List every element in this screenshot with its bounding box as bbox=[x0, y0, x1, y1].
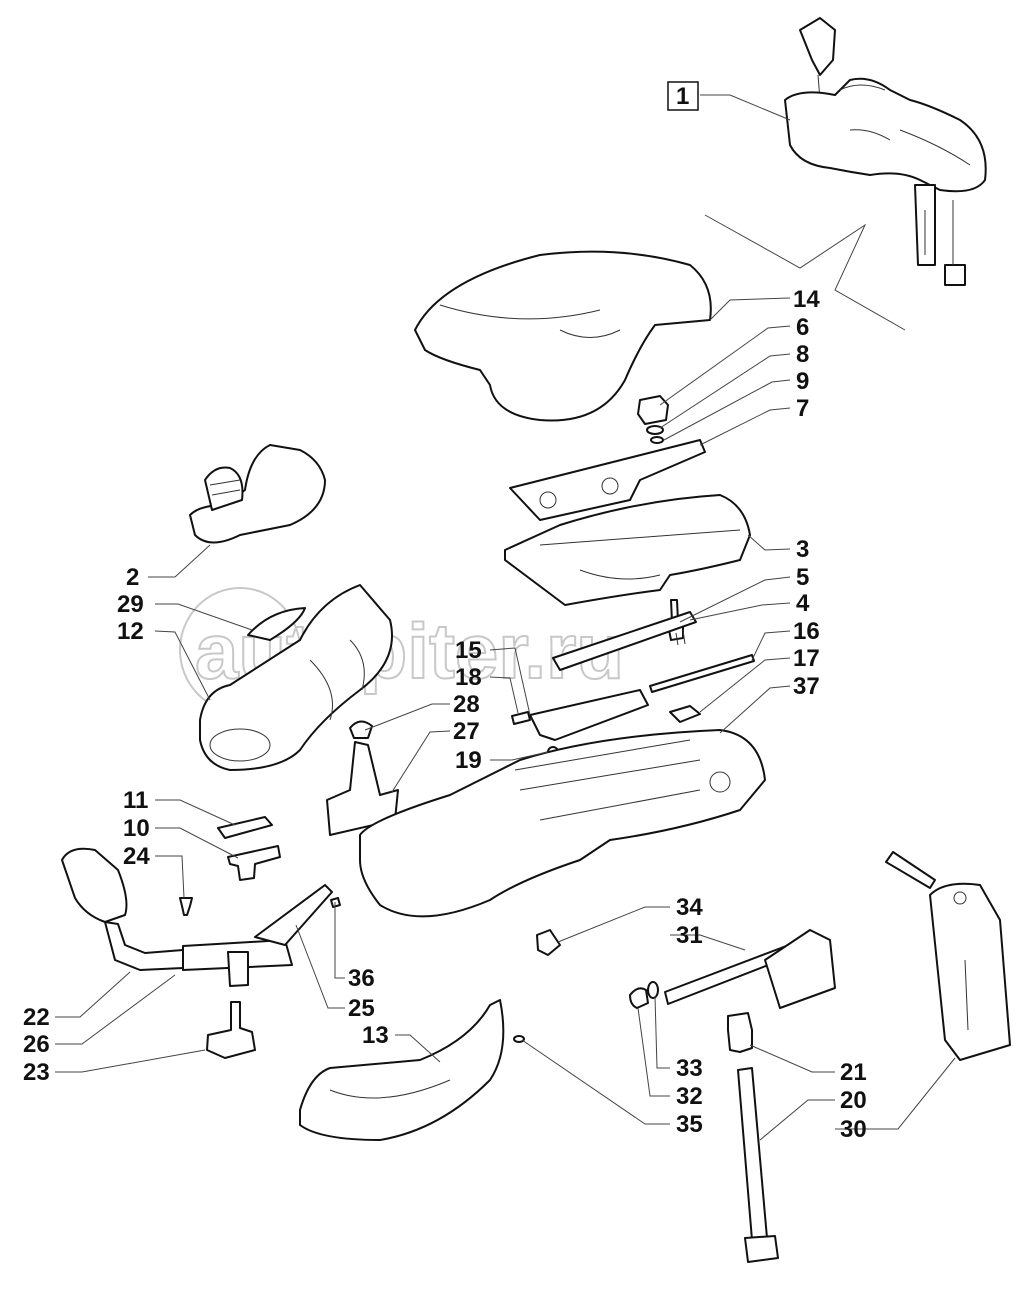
label-14: 14 bbox=[793, 286, 820, 313]
part-14-top-cover bbox=[414, 250, 712, 422]
part-21-bushing bbox=[727, 1012, 753, 1053]
label-18: 18 bbox=[455, 664, 482, 691]
leader-lines bbox=[55, 94, 956, 1141]
label-17: 17 bbox=[793, 645, 820, 672]
label-34: 34 bbox=[676, 894, 703, 921]
label-23: 23 bbox=[23, 1059, 50, 1086]
label-20: 20 bbox=[840, 1087, 867, 1114]
label-36: 36 bbox=[348, 965, 375, 992]
label-28: 28 bbox=[453, 691, 480, 718]
part-37-armrest-base bbox=[359, 729, 766, 918]
part-18-bolt bbox=[511, 711, 531, 725]
label-30: 30 bbox=[840, 1116, 867, 1143]
part-20-cable bbox=[737, 1067, 779, 1263]
part-35-washer bbox=[513, 1035, 525, 1043]
part-29-trim bbox=[247, 607, 306, 641]
label-11: 11 bbox=[123, 787, 148, 814]
exploded-view-guides bbox=[704, 214, 906, 331]
label-29: 29 bbox=[117, 591, 144, 618]
label-12: 12 bbox=[117, 618, 144, 645]
part-8-washer bbox=[646, 425, 664, 435]
part-24-screw bbox=[179, 897, 193, 916]
label-22: 22 bbox=[23, 1004, 50, 1031]
part-30-support-bracket bbox=[885, 851, 1011, 1061]
label-5: 5 bbox=[796, 564, 809, 591]
label-2: 2 bbox=[126, 564, 139, 591]
label-24: 24 bbox=[123, 843, 150, 870]
callout-labels: 1 14 6 8 9 7 2 3 5 4 29 12 16 17 15 37 1… bbox=[23, 81, 867, 1143]
part-17-block bbox=[669, 705, 701, 723]
label-15: 15 bbox=[455, 637, 482, 664]
part-10-bracket bbox=[227, 845, 281, 881]
label-37: 37 bbox=[793, 673, 820, 700]
part-33-washer bbox=[647, 981, 659, 999]
label-1: 1 bbox=[676, 83, 689, 110]
label-27: 27 bbox=[453, 718, 480, 745]
label-33: 33 bbox=[676, 1055, 703, 1082]
label-6: 6 bbox=[796, 314, 809, 341]
label-16: 16 bbox=[793, 618, 820, 645]
label-9: 9 bbox=[796, 368, 809, 395]
part-27-bracket bbox=[326, 741, 399, 836]
label-32: 32 bbox=[676, 1083, 703, 1110]
label-19: 19 bbox=[455, 747, 482, 774]
label-8: 8 bbox=[796, 341, 809, 368]
part-25-linkage bbox=[254, 884, 333, 946]
label-26: 26 bbox=[23, 1031, 50, 1058]
label-35: 35 bbox=[676, 1111, 703, 1138]
label-4: 4 bbox=[796, 590, 810, 617]
part-12-front-housing bbox=[199, 584, 393, 771]
part-13-lower-cover bbox=[299, 999, 505, 1141]
label-13: 13 bbox=[362, 1022, 389, 1049]
label-3: 3 bbox=[796, 536, 809, 563]
label-10: 10 bbox=[123, 815, 150, 842]
part-6-knob bbox=[637, 395, 669, 444]
part-4-bracket bbox=[552, 611, 697, 671]
part-7-plate bbox=[509, 439, 706, 521]
part-23-adjust-knob bbox=[206, 1001, 256, 1059]
part-2-knob-housing bbox=[189, 444, 326, 544]
part-26-lever-base bbox=[182, 939, 293, 987]
part-34-clip bbox=[536, 929, 561, 956]
label-7: 7 bbox=[796, 395, 809, 422]
part-32-cap-nut bbox=[629, 987, 649, 1009]
part-11-plate bbox=[217, 816, 273, 839]
part-28-clip bbox=[349, 720, 373, 739]
label-31: 31 bbox=[676, 922, 703, 949]
part-15-screw bbox=[529, 689, 649, 741]
part-3-upper-shell bbox=[504, 494, 751, 606]
part-9-nut bbox=[650, 436, 664, 444]
part-31-handle bbox=[664, 929, 836, 1009]
label-25: 25 bbox=[348, 995, 375, 1022]
part-16-rod bbox=[649, 654, 755, 693]
part-1-assembly bbox=[784, 17, 987, 286]
label-21: 21 bbox=[840, 1059, 867, 1086]
assembly-label-box bbox=[667, 81, 699, 111]
